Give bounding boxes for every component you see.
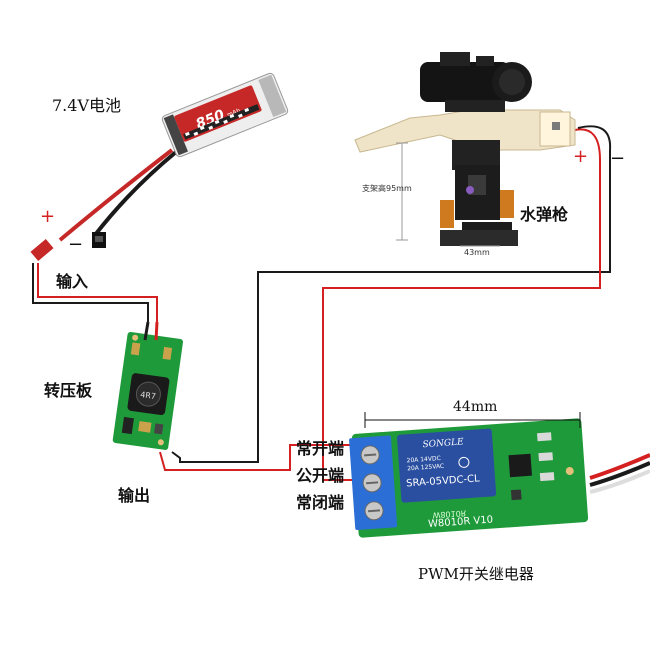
- water-gun-label: 水弹枪: [520, 205, 569, 224]
- board-model-text: W8010R V10: [428, 515, 494, 531]
- relay-signal-white: [589, 469, 650, 494]
- relay-module-label: PWM开关继电器: [418, 565, 534, 583]
- battery-unit-text: mAh: [226, 107, 242, 119]
- relay-model-text: SRA-05VDC-CL: [406, 473, 481, 489]
- red-wire-regulator-relay: [159, 444, 368, 471]
- normally-closed-terminal-label: 常闭端: [296, 493, 345, 512]
- bracket-height-note: 支架高95mm: [362, 184, 412, 193]
- inductor-marking-text: 4R7: [140, 390, 157, 401]
- relay-signal-red: [589, 453, 650, 480]
- regulator-label: 转压板: [44, 381, 93, 400]
- gun-black-lead: [577, 125, 612, 151]
- red-wire-gun-relay: [322, 160, 601, 481]
- red-wire-battery-regulator: [37, 263, 158, 322]
- relay-module: SONGLE 20A 14VDC 20A 125VAC SRA-05VDC-CL…: [349, 412, 589, 538]
- relay-signal-black: [589, 461, 650, 487]
- wiring: [32, 125, 650, 494]
- battery-label: 7.4V电池: [52, 96, 122, 115]
- relay-width-dimension: 44mm: [453, 399, 498, 415]
- relay-rating-1-text: 20A 14VDC: [406, 455, 441, 464]
- battery-plus-symbol: +: [40, 206, 56, 227]
- gun-plus-symbol: +: [573, 146, 589, 167]
- board-model-mirror-text: W8010R: [432, 508, 467, 519]
- water-gun: [354, 52, 576, 247]
- normally-open-terminal-label: 常开端: [296, 439, 345, 458]
- output-label: 输出: [118, 486, 151, 505]
- black-wire-regulator-gun: [171, 150, 611, 463]
- bracket-base-dimension: 43mm: [464, 248, 490, 257]
- common-terminal-label: 公开端: [296, 466, 345, 485]
- battery-minus-symbol: −: [68, 234, 84, 255]
- relay-rating-2-text: 20A 125VAC: [407, 463, 444, 473]
- relay-brand-text: SONGLE: [422, 437, 464, 450]
- black-wire-battery-regulator: [32, 263, 149, 322]
- gun-red-lead: [574, 128, 601, 161]
- gun-minus-symbol: −: [610, 148, 626, 169]
- regulator-board: 4R7: [112, 321, 183, 450]
- battery: 850 mAh: [30, 72, 289, 262]
- input-label: 输入: [56, 272, 89, 291]
